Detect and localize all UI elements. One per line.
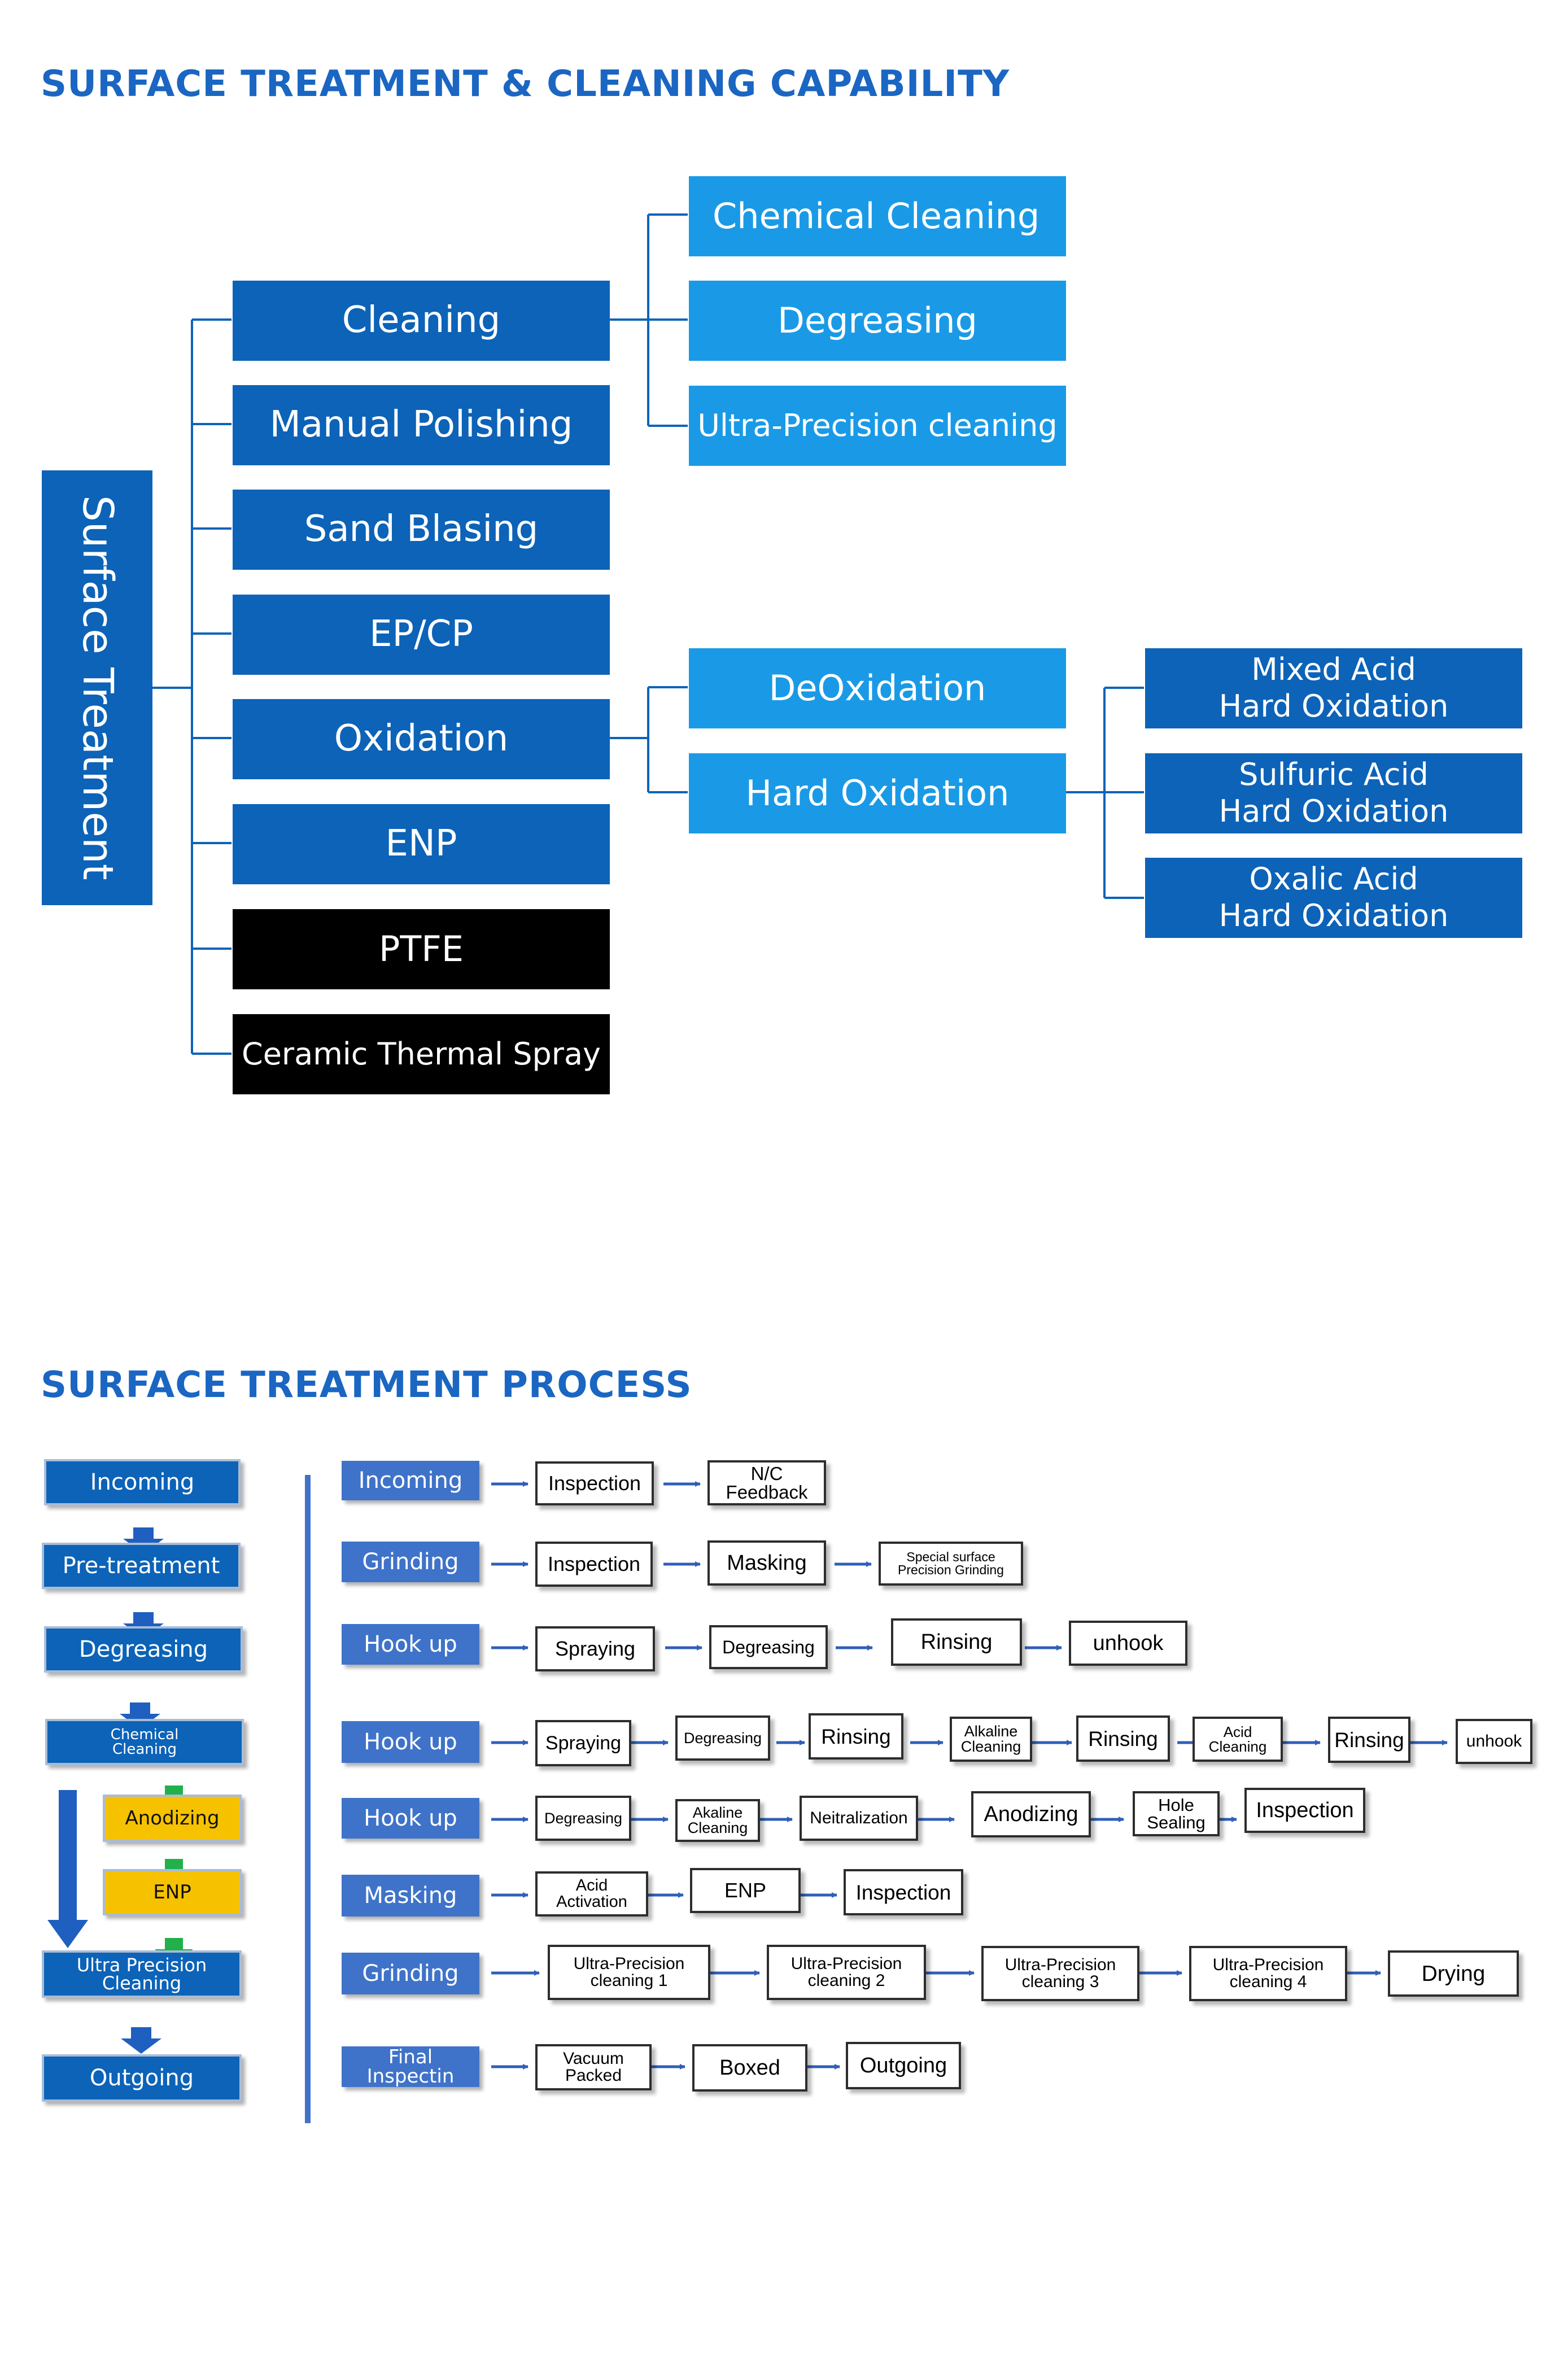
step-ultra-precision-cleaning-2: Ultra-Precision cleaning 2: [767, 1945, 926, 2000]
node-chemical-cleaning: Chemical Cleaning: [689, 176, 1066, 256]
step-spraying: Spraying: [535, 1626, 655, 1671]
step-alkaline-cleaning: Alkaline Cleaning: [950, 1717, 1032, 1762]
flow-pre-treatment: Pre-treatment: [42, 1543, 241, 1589]
step-rinsing: Rinsing: [1328, 1717, 1410, 1763]
step-vacuum-packed: Vacuum Packed: [535, 2044, 652, 2090]
node-ceramic-thermal-spray: Ceramic Thermal Spray: [233, 1014, 610, 1094]
flow-enp: ENP: [103, 1869, 242, 1915]
step-inspection: Inspection: [844, 1869, 963, 1915]
step-degreasing: Degreasing: [709, 1625, 828, 1669]
step-spraying: Spraying: [535, 1720, 631, 1766]
row-header-grinding: Grinding: [342, 1542, 479, 1582]
row-header-hook-up: Hook up: [342, 1721, 479, 1763]
step-inspection: Inspection: [1244, 1788, 1365, 1833]
step-acid-activation: Acid Activation: [535, 1871, 648, 1917]
step-rinsing: Rinsing: [809, 1713, 903, 1760]
node-line: Sulfuric Acid: [1239, 757, 1429, 793]
node-mixed-acid-hard-oxidation: Mixed Acid Hard Oxidation: [1145, 648, 1522, 728]
step-inspection: Inspection: [535, 1461, 654, 1505]
process-heading: SURFACE TREATMENT PROCESS: [41, 1364, 692, 1406]
step-anodizing: Anodizing: [971, 1791, 1091, 1837]
step-outgoing: Outgoing: [846, 2042, 961, 2089]
node-degreasing: Degreasing: [689, 281, 1066, 361]
step-hole-sealing: Hole Sealing: [1133, 1791, 1220, 1836]
tree-connectors: [151, 213, 1144, 1055]
root-node: Surface Treatment: [42, 470, 152, 905]
node-line: Oxalic Acid: [1249, 861, 1418, 897]
step-rinsing: Rinsing: [891, 1618, 1022, 1666]
row-header-final-inspectin: Final Inspectin: [342, 2046, 479, 2087]
node-enp: ENP: [233, 804, 610, 884]
step-rinsing: Rinsing: [1076, 1715, 1170, 1762]
step-neitralization: Neitralization: [800, 1796, 918, 1841]
node-oxidation: Oxidation: [233, 699, 610, 779]
node-sulfuric-acid-hard-oxidation: Sulfuric Acid Hard Oxidation: [1145, 753, 1522, 833]
flow-chemical-cleaning: Chemical Cleaning: [45, 1719, 244, 1765]
node-line: Hard Oxidation: [1218, 898, 1449, 933]
row-header-grinding: Grinding: [342, 1953, 479, 1994]
node-manual-polishing: Manual Polishing: [233, 385, 610, 465]
step-unhook: unhook: [1456, 1719, 1532, 1764]
node-line: Hard Oxidation: [1218, 688, 1449, 724]
step-ultra-precision-cleaning-4: Ultra-Precision cleaning 4: [1189, 1946, 1347, 2001]
step-masking: Masking: [707, 1540, 826, 1586]
node-cleaning: Cleaning: [233, 281, 610, 361]
node-ultra-precision-cleaning: Ultra-Precision cleaning: [689, 386, 1066, 466]
step-nc-feedback: N/C Feedback: [707, 1460, 826, 1505]
row-header-hook-up: Hook up: [342, 1624, 479, 1665]
capability-heading: SURFACE TREATMENT & CLEANING CAPABILITY: [41, 63, 1010, 105]
node-oxalic-acid-hard-oxidation: Oxalic Acid Hard Oxidation: [1145, 858, 1522, 938]
node-deoxidation: DeOxidation: [689, 648, 1066, 728]
node-ep-cp: EP/CP: [233, 595, 610, 675]
step-ultra-precision-cleaning-1: Ultra-Precision cleaning 1: [548, 1945, 710, 2000]
node-sand-blasing: Sand Blasing: [233, 490, 610, 570]
step-degreasing: Degreasing: [675, 1715, 770, 1761]
flow-outgoing: Outgoing: [42, 2054, 242, 2102]
row-header-hook-up: Hook up: [342, 1798, 479, 1839]
step-degreasing: Degreasing: [535, 1796, 631, 1841]
row-header-masking: Masking: [342, 1875, 479, 1917]
step-inspection: Inspection: [535, 1542, 653, 1587]
flow-ultra-precision-cleaning: Ultra Precision Cleaning: [42, 1950, 242, 1998]
flow-degreasing: Degreasing: [44, 1626, 243, 1673]
step-acid-cleaning: Acid Cleaning: [1193, 1717, 1283, 1762]
step-boxed: Boxed: [692, 2044, 807, 2092]
step-ultra-precision-cleaning-3: Ultra-Precision cleaning 3: [981, 1946, 1139, 2001]
node-line: Mixed Acid: [1251, 652, 1416, 688]
node-hard-oxidation: Hard Oxidation: [689, 753, 1066, 833]
node-ptfe: PTFE: [233, 909, 610, 989]
node-line: Hard Oxidation: [1218, 793, 1449, 829]
flow-anodizing: Anodizing: [103, 1795, 242, 1842]
step-drying: Drying: [1388, 1950, 1519, 1997]
step-unhook: unhook: [1069, 1621, 1187, 1666]
flow-incoming: Incoming: [44, 1459, 241, 1505]
step-akaline-cleaning: Akaline Cleaning: [675, 1799, 760, 1842]
step-enp: ENP: [690, 1868, 801, 1913]
step-special-surface-precision-grinding: Special surface Precision Grinding: [879, 1542, 1023, 1586]
row-header-incoming: Incoming: [342, 1461, 479, 1500]
